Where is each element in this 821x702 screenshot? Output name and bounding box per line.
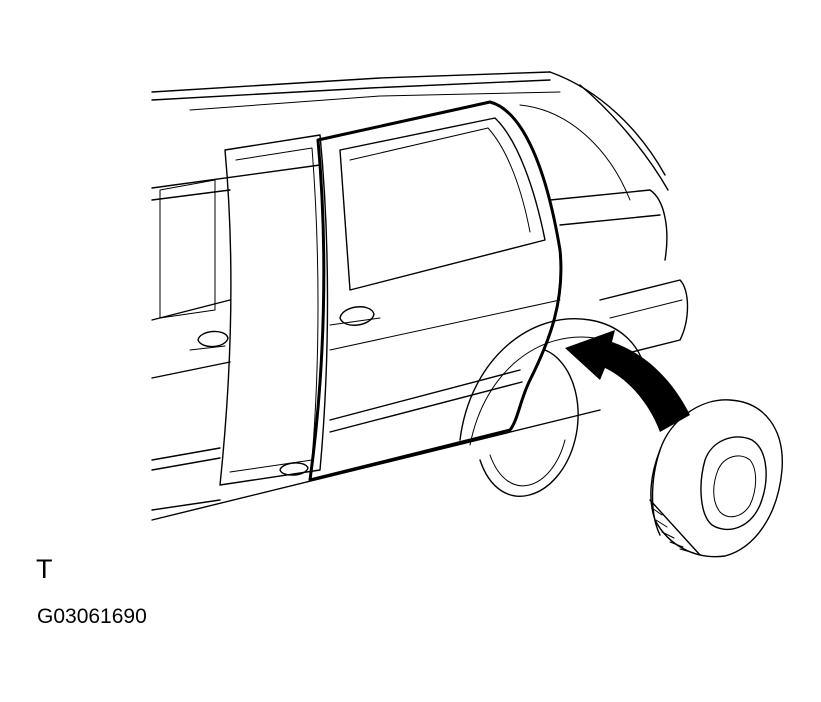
figure-id-label: G03061690: [37, 605, 147, 628]
spare-tire: [649, 399, 783, 558]
removal-arrow: [565, 330, 690, 432]
view-mark-label: T: [36, 554, 53, 584]
van-body: [151, 71, 689, 521]
